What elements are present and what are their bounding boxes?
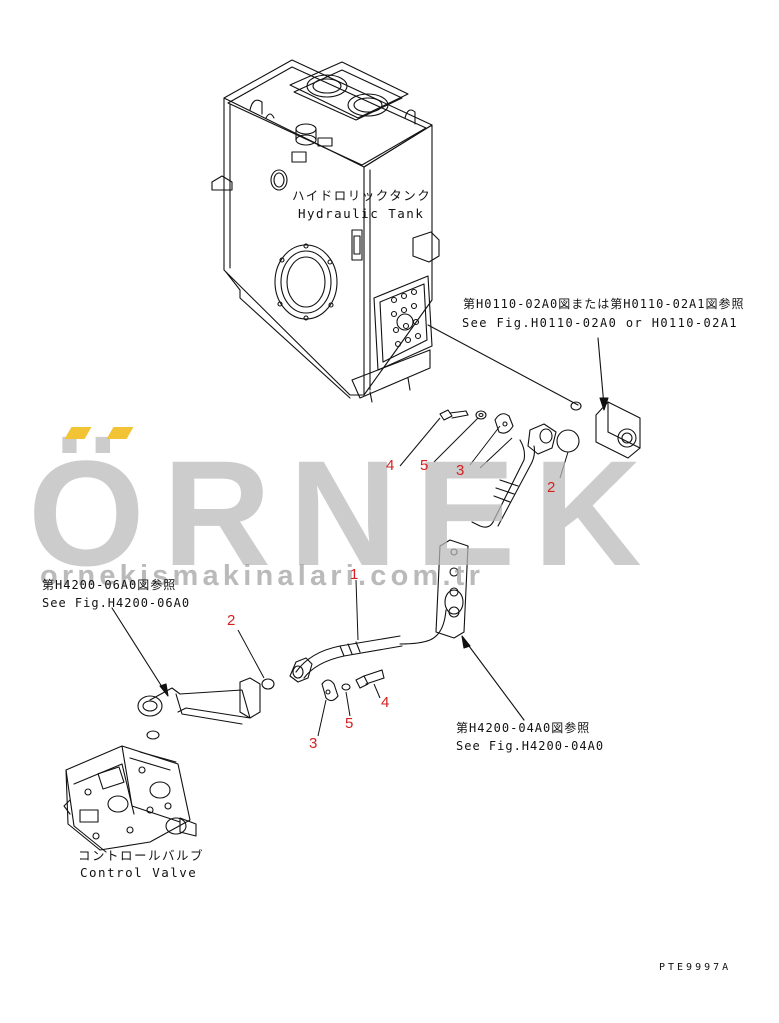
callout-2-lower: 2 <box>227 612 236 629</box>
callout-3-upper: 3 <box>456 462 465 479</box>
ref-h4200-06-jp: 第H4200-06A0図参照 <box>42 578 177 592</box>
tank-leader-line <box>427 324 579 406</box>
valve-label-en: Control Valve <box>80 865 198 880</box>
upper-flange-drawing <box>570 337 641 459</box>
hydraulic-tank-drawing <box>211 59 440 403</box>
ref-h0110-jp: 第H0110-02A0図または第H0110-02A1図参照 <box>463 297 745 311</box>
callout-4-lower: 4 <box>381 694 390 711</box>
callout-1: 1 <box>350 566 359 583</box>
ref-h4200-04-en: See Fig.H4200-04A0 <box>456 739 605 753</box>
upper-fittings-drawing <box>435 409 580 721</box>
callout-2-upper: 2 <box>547 479 556 496</box>
callout-5-lower: 5 <box>345 715 354 732</box>
tank-label-en: Hydraulic Tank <box>298 206 425 221</box>
callout-4-upper: 4 <box>386 457 395 474</box>
tank-label-jp: ハイドロリックタンク <box>292 188 432 203</box>
ref-h4200-06-en: See Fig.H4200-06A0 <box>42 596 191 610</box>
ref-h4200-04-jp: 第H4200-04A0図参照 <box>456 721 591 735</box>
control-valve-drawing <box>63 745 197 853</box>
drawing-code: PTE9997A <box>659 962 732 973</box>
ref-h0110-en: See Fig.H0110-02A0 or H0110-02A1 <box>462 316 738 330</box>
valve-label-jp: コントロールバルブ <box>78 848 205 863</box>
lower-hose-drawing <box>261 609 447 702</box>
watermark-brand: ÖRNEK <box>28 429 660 597</box>
callout-3-lower: 3 <box>309 735 318 752</box>
watermark-site: ornekismakinalari.com.tr <box>40 560 485 592</box>
callout-5-upper: 5 <box>420 457 429 474</box>
callout-leaders <box>237 417 569 737</box>
left-pipe-drawing <box>111 607 261 740</box>
